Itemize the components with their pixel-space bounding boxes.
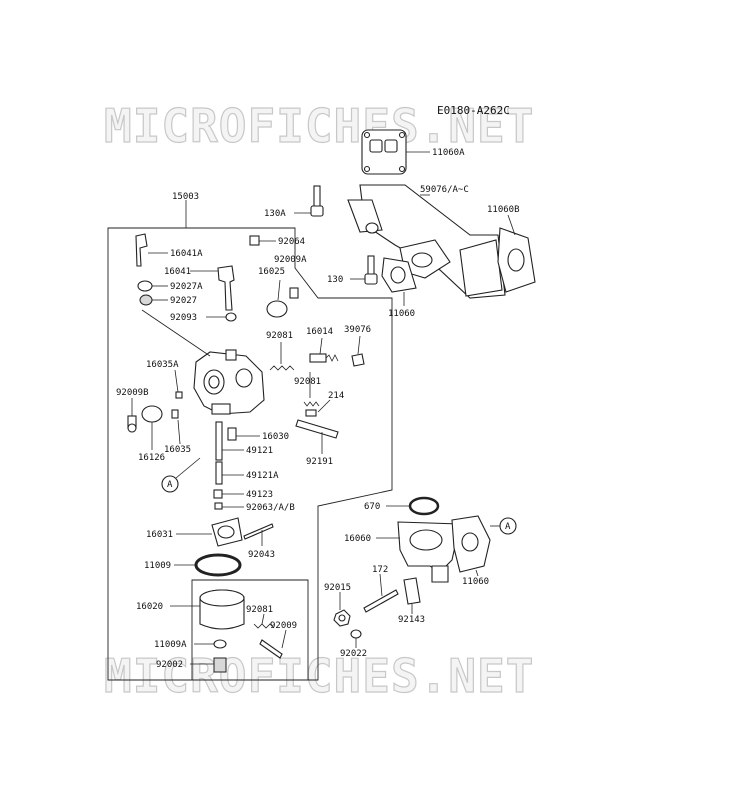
washer-92022 — [350, 629, 362, 639]
emulsion-tube-49121 — [215, 421, 223, 461]
seal-92093 — [225, 312, 237, 322]
label-92064: 92064 — [278, 237, 305, 247]
label-92063: 92063/A/B — [246, 503, 295, 513]
washer-11009a — [213, 639, 227, 649]
label-92143: 92143 — [398, 615, 425, 625]
nozzle-16030 — [227, 427, 237, 441]
reference-code: E0180-A262C — [437, 104, 510, 117]
label-16060: 16060 — [344, 534, 371, 544]
idle-screw-16014 — [309, 353, 339, 363]
label-92009a: 92009A — [274, 255, 307, 265]
bolt-130a — [310, 185, 324, 217]
float-bowl-16020 — [199, 589, 245, 630]
float-bowl-subframe — [191, 579, 309, 681]
label-130: 130 — [327, 275, 343, 285]
jet-92063 — [214, 502, 223, 510]
drain-bolt-92002 — [213, 657, 227, 673]
o-ring-670 — [408, 496, 440, 516]
label-16020: 16020 — [136, 602, 163, 612]
label-16126: 16126 — [138, 453, 165, 463]
nut-92015 — [333, 609, 351, 627]
label-214: 214 — [328, 391, 344, 401]
callout-a-left: A — [161, 475, 179, 493]
label-11009: 11009 — [144, 561, 171, 571]
label-16035a: 16035A — [146, 360, 179, 370]
label-92009: 92009 — [270, 621, 297, 631]
stud-172 — [363, 589, 399, 613]
label-92043: 92043 — [248, 550, 275, 560]
label-49123: 49123 — [246, 490, 273, 500]
bolt-92009a — [289, 287, 299, 299]
tube-49121a — [215, 461, 223, 485]
label-92191: 92191 — [306, 457, 333, 467]
label-130a: 130A — [264, 209, 286, 219]
label-92081-b: 92081 — [294, 377, 321, 387]
label-172: 172 — [372, 565, 388, 575]
screw-92064 — [249, 235, 260, 246]
washer-214 — [305, 409, 317, 417]
label-11060-bottom: 11060 — [462, 577, 489, 587]
label-49121a: 49121A — [246, 471, 279, 481]
label-11009a: 11009A — [154, 640, 187, 650]
svg-text:A: A — [167, 480, 173, 490]
label-39076: 39076 — [344, 325, 371, 335]
needle-92043 — [243, 523, 274, 540]
label-670: 670 — [364, 502, 380, 512]
label-92081-c: 92081 — [246, 605, 273, 615]
label-92015: 92015 — [324, 583, 351, 593]
label-92027: 92027 — [170, 296, 197, 306]
diaphragm-16025 — [266, 300, 288, 318]
label-16030: 16030 — [262, 432, 289, 442]
label-16041: 16041 — [164, 267, 191, 277]
label-11060b: 11060B — [487, 205, 520, 215]
label-92009b: 92009B — [116, 388, 149, 398]
jet-49123 — [213, 489, 223, 499]
label-59076: 59076/A~C — [420, 185, 469, 195]
plate-16126 — [141, 405, 163, 423]
cap-39076 — [351, 353, 365, 367]
spring-92081-c — [253, 623, 275, 629]
screw-92009b — [127, 415, 137, 433]
o-ring-11009 — [194, 553, 242, 577]
label-15003: 15003 — [172, 192, 199, 202]
watermark-top: MICROFICHES.NET — [104, 99, 534, 153]
insulator-16060 — [397, 521, 461, 583]
jet-16035 — [171, 409, 179, 419]
spring-92081-a — [269, 365, 295, 371]
label-16031: 16031 — [146, 530, 173, 540]
throttle-lever-16041 — [217, 265, 235, 311]
label-92022: 92022 — [340, 649, 367, 659]
label-92002: 92002 — [156, 660, 183, 670]
float-16031 — [211, 517, 243, 547]
gasket-11060-top — [381, 257, 417, 293]
svg-text:A: A — [505, 522, 511, 532]
label-16041a: 16041A — [170, 249, 203, 259]
label-16025: 16025 — [258, 267, 285, 277]
gasket-11060a — [361, 129, 407, 175]
label-16014: 16014 — [306, 327, 333, 337]
gasket-11060-bottom — [451, 515, 491, 573]
cap-92027 — [139, 294, 153, 306]
jet-16035a — [175, 391, 183, 399]
carburetor-body — [193, 349, 265, 415]
watermark-bottom: MICROFICHES.NET — [104, 649, 534, 703]
cap-92027a — [137, 280, 153, 292]
label-92027a: 92027A — [170, 282, 203, 292]
label-92081-a: 92081 — [266, 331, 293, 341]
label-16035: 16035 — [164, 445, 191, 455]
spring-92081-b — [303, 401, 320, 407]
choke-lever-16041a — [135, 233, 148, 267]
gasket-11060b — [497, 227, 536, 293]
label-11060a: 11060A — [432, 148, 465, 158]
bolt-130 — [364, 255, 378, 285]
label-11060-top: 11060 — [388, 309, 415, 319]
label-49121: 49121 — [246, 446, 273, 456]
shaft-92191 — [295, 419, 339, 439]
collar-92143 — [403, 577, 421, 605]
screw-92009 — [259, 639, 283, 659]
callout-a-right: A — [499, 517, 517, 535]
label-92093: 92093 — [170, 313, 197, 323]
